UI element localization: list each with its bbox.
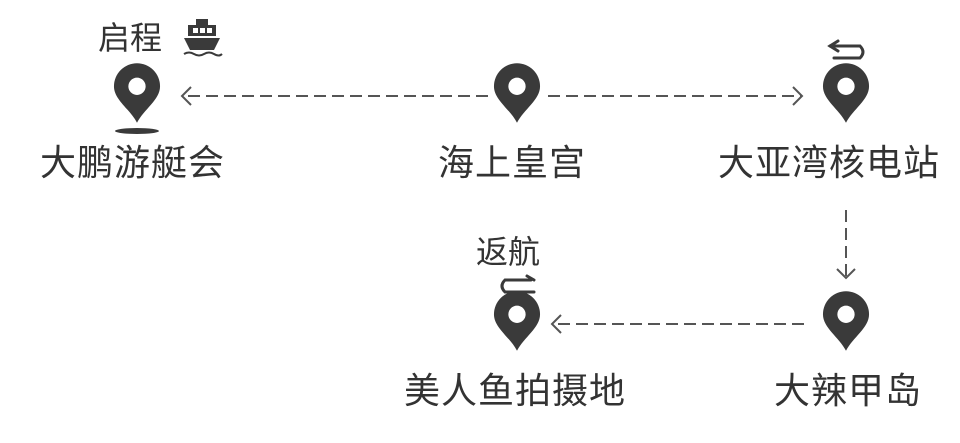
stop-name-dala: 大辣甲岛 [774, 371, 923, 412]
map-pin-icon [113, 63, 161, 134]
map-pin-icon [493, 63, 541, 123]
stop-name-haishang: 海上皇宫 [438, 143, 587, 184]
u-turn-icon [500, 274, 536, 294]
start-tag: 启程 [98, 19, 163, 57]
return-tag: 返航 [476, 233, 541, 271]
stop-name-dapeng: 大鹏游艇会 [40, 143, 226, 184]
map-pin-icon [822, 63, 870, 123]
ship-icon [183, 19, 223, 57]
map-pin-icon [493, 291, 541, 351]
stop-name-meirenyu: 美人鱼拍摄地 [404, 371, 627, 412]
stop-name-daya: 大亚湾核电站 [718, 143, 941, 184]
u-turn-icon [827, 39, 865, 60]
map-pin-icon [822, 291, 870, 351]
